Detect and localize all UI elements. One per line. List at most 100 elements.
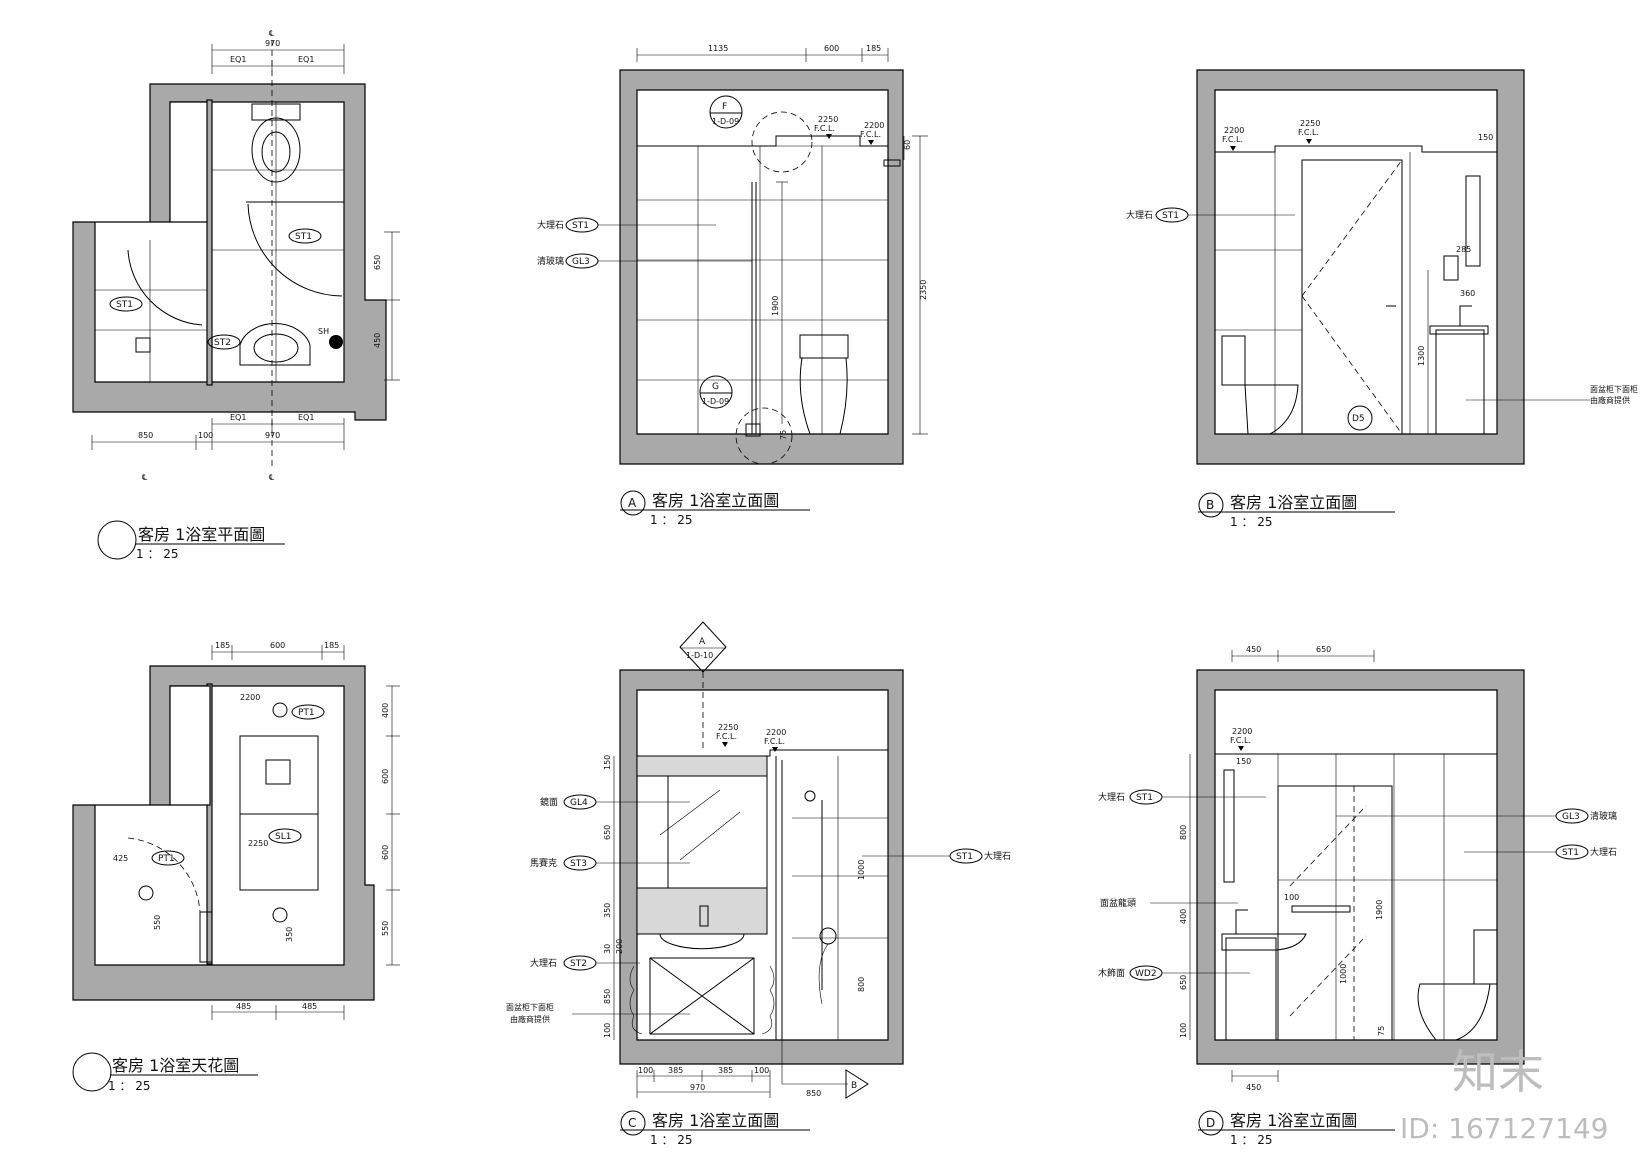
ceiling-tag-pt1b-text: PT1	[158, 854, 175, 864]
elev-d-dim-bottom-450: 450	[1246, 1083, 1261, 1092]
elev-b-vanity-top	[1429, 325, 1489, 335]
elev-c-vanity-cloud	[629, 965, 775, 1035]
plan-tag-st2-text: ST2	[214, 338, 231, 348]
elev-c-section-letter: A	[699, 637, 706, 647]
elev-a-detail-g	[735, 407, 793, 465]
ceiling-walls	[72, 665, 375, 1001]
ceiling-tag-sl1-text: SL1	[275, 832, 291, 842]
elev-d-faucet	[1235, 909, 1248, 934]
elev-a-dim-60: 60	[903, 140, 912, 150]
plan-walls	[72, 83, 387, 421]
elev-d-scale: 1 ： 25	[1230, 1133, 1273, 1147]
elev-a-callout-f	[709, 95, 743, 129]
elev-d-dim-150: 150	[1236, 757, 1251, 766]
elev-d-soap-shelf	[1291, 905, 1351, 913]
elev-c-faucet	[699, 905, 709, 927]
ceiling-tag-sl1	[268, 828, 302, 844]
plan-tag-st2	[207, 334, 241, 350]
floor-drain-icon	[135, 337, 151, 353]
elev-d-title-circle	[1198, 1110, 1224, 1136]
elev-a-ceiling-line	[637, 135, 888, 147]
ceiling-downlight-3	[138, 885, 154, 901]
ceiling-dim-r1: 400	[381, 703, 390, 718]
elevation-d: 450 650 450 2200 F.C.L. 150 800 400 650 …	[1098, 645, 1617, 1147]
ceiling-dim-t3: 185	[324, 641, 339, 650]
toilet-plan	[251, 103, 301, 183]
elev-c-section-b-letter: B	[851, 1081, 857, 1091]
ceiling-title-circle	[72, 1052, 112, 1092]
plan-tile-grid	[95, 102, 344, 382]
elev-b-title-circle	[1198, 492, 1224, 518]
ceiling-tag-pt1b	[151, 850, 185, 866]
elev-d-tag2-label: 清玻璃	[1590, 810, 1617, 822]
elev-c-tag2-label: 馬賽克	[530, 857, 557, 869]
plan-cl-bottom: ℄	[269, 473, 275, 482]
ceiling-dim-425: 425	[113, 854, 128, 863]
elev-d-glass-panel	[1277, 785, 1393, 1041]
elev-c-mirror	[636, 775, 768, 889]
elev-b-tag1-label: 大理石	[1126, 209, 1153, 221]
elev-b-door-swing	[1301, 159, 1403, 435]
elev-b-toilet	[1221, 335, 1299, 435]
plan-eq-4: EQ1	[298, 413, 314, 422]
plan-dim-b2: 100	[198, 431, 213, 440]
elev-c-title: 客房 1浴室立面圖	[652, 1111, 779, 1130]
elev-c-shower-hose	[818, 943, 829, 1005]
elev-c-note-line2: 由廠商提供	[510, 1014, 550, 1024]
ceiling-dim-r2: 600	[381, 769, 390, 784]
door-swing	[127, 249, 203, 326]
elev-b-dim-285: 285	[1456, 245, 1471, 254]
elev-c-dim-30: 30	[603, 944, 612, 954]
elev-d-dim-800: 800	[1179, 825, 1188, 840]
elev-b-level-2250-sub: F.C.L.	[1298, 128, 1319, 137]
plan-dim-b3: 970	[265, 431, 280, 440]
elev-b-door-tag-text: D5	[1352, 414, 1365, 424]
elev-c-tag3-text: ST2	[570, 959, 587, 969]
elev-c-level-2250-sub: F.C.L.	[716, 732, 737, 741]
elev-c-dim-b850: 850	[806, 1089, 821, 1098]
elev-c-dim-200: 200	[615, 939, 624, 954]
elev-b-title: 客房 1浴室立面圖	[1230, 493, 1357, 512]
elev-a-dim-600: 600	[824, 44, 839, 53]
plan-tag-st1a-text: ST1	[295, 232, 312, 242]
elev-d-tag1-text: ST1	[1136, 793, 1153, 803]
elev-c-dim-650: 650	[603, 825, 612, 840]
ceiling-downlight-2	[272, 907, 288, 923]
ceiling-light-panel	[239, 735, 319, 891]
elev-a-callout-g-ref: 1-D-09	[702, 397, 729, 406]
elev-d-tag1-label: 大理石	[1098, 791, 1125, 803]
elev-c-dim-350: 350	[603, 903, 612, 918]
plan-right-dimline	[384, 231, 400, 381]
elev-c-section-ref: 1-D-10	[686, 651, 713, 660]
elev-c-tag4-text: ST1	[956, 852, 973, 862]
elev-c-mark: C	[628, 1116, 636, 1130]
ceiling-level-2200: 2200	[240, 693, 260, 702]
plan-tag-st1b-text: ST1	[116, 300, 133, 310]
elev-d-title: 客房 1浴室立面圖	[1230, 1111, 1357, 1130]
watermark-logo: 知末	[1452, 1045, 1544, 1099]
shower-door-swing	[246, 201, 344, 297]
ceiling-title: 客房 1浴室天花圖	[112, 1056, 239, 1075]
elev-d-dim-1000: 1000	[1339, 964, 1348, 984]
elev-a-dim-1135: 1135	[708, 44, 728, 53]
elev-a-dim-1900: 1900	[771, 296, 780, 316]
plan-dim-r2: 450	[373, 333, 382, 348]
plan-tag-st1a	[288, 228, 322, 244]
elev-c-level-marker-1	[722, 742, 728, 747]
elev-b-door	[1301, 159, 1403, 435]
elev-c-dim-850: 850	[603, 989, 612, 1004]
elev-d-glass-hatch	[1289, 786, 1367, 1040]
elev-c-basin	[659, 933, 745, 950]
ceiling-dim-t2: 600	[270, 641, 285, 650]
elev-a-level-2200-sub: F.C.L.	[860, 130, 881, 139]
elev-b-ceiling-line	[1215, 145, 1497, 153]
elev-d-tag5-text: WD2	[1135, 969, 1157, 979]
plan-eq-1: EQ1	[230, 55, 246, 64]
elev-d-tag3	[1555, 844, 1589, 860]
plan-title-circle	[97, 520, 137, 560]
elev-c-tag3-label: 大理石	[530, 957, 557, 969]
ceiling-scale: 1 ： 25	[108, 1079, 151, 1093]
elev-b-level-marker-2	[1306, 139, 1312, 144]
plan-bottom-dimline	[91, 418, 345, 450]
elev-c-tag1-label: 鏡面	[540, 796, 558, 808]
